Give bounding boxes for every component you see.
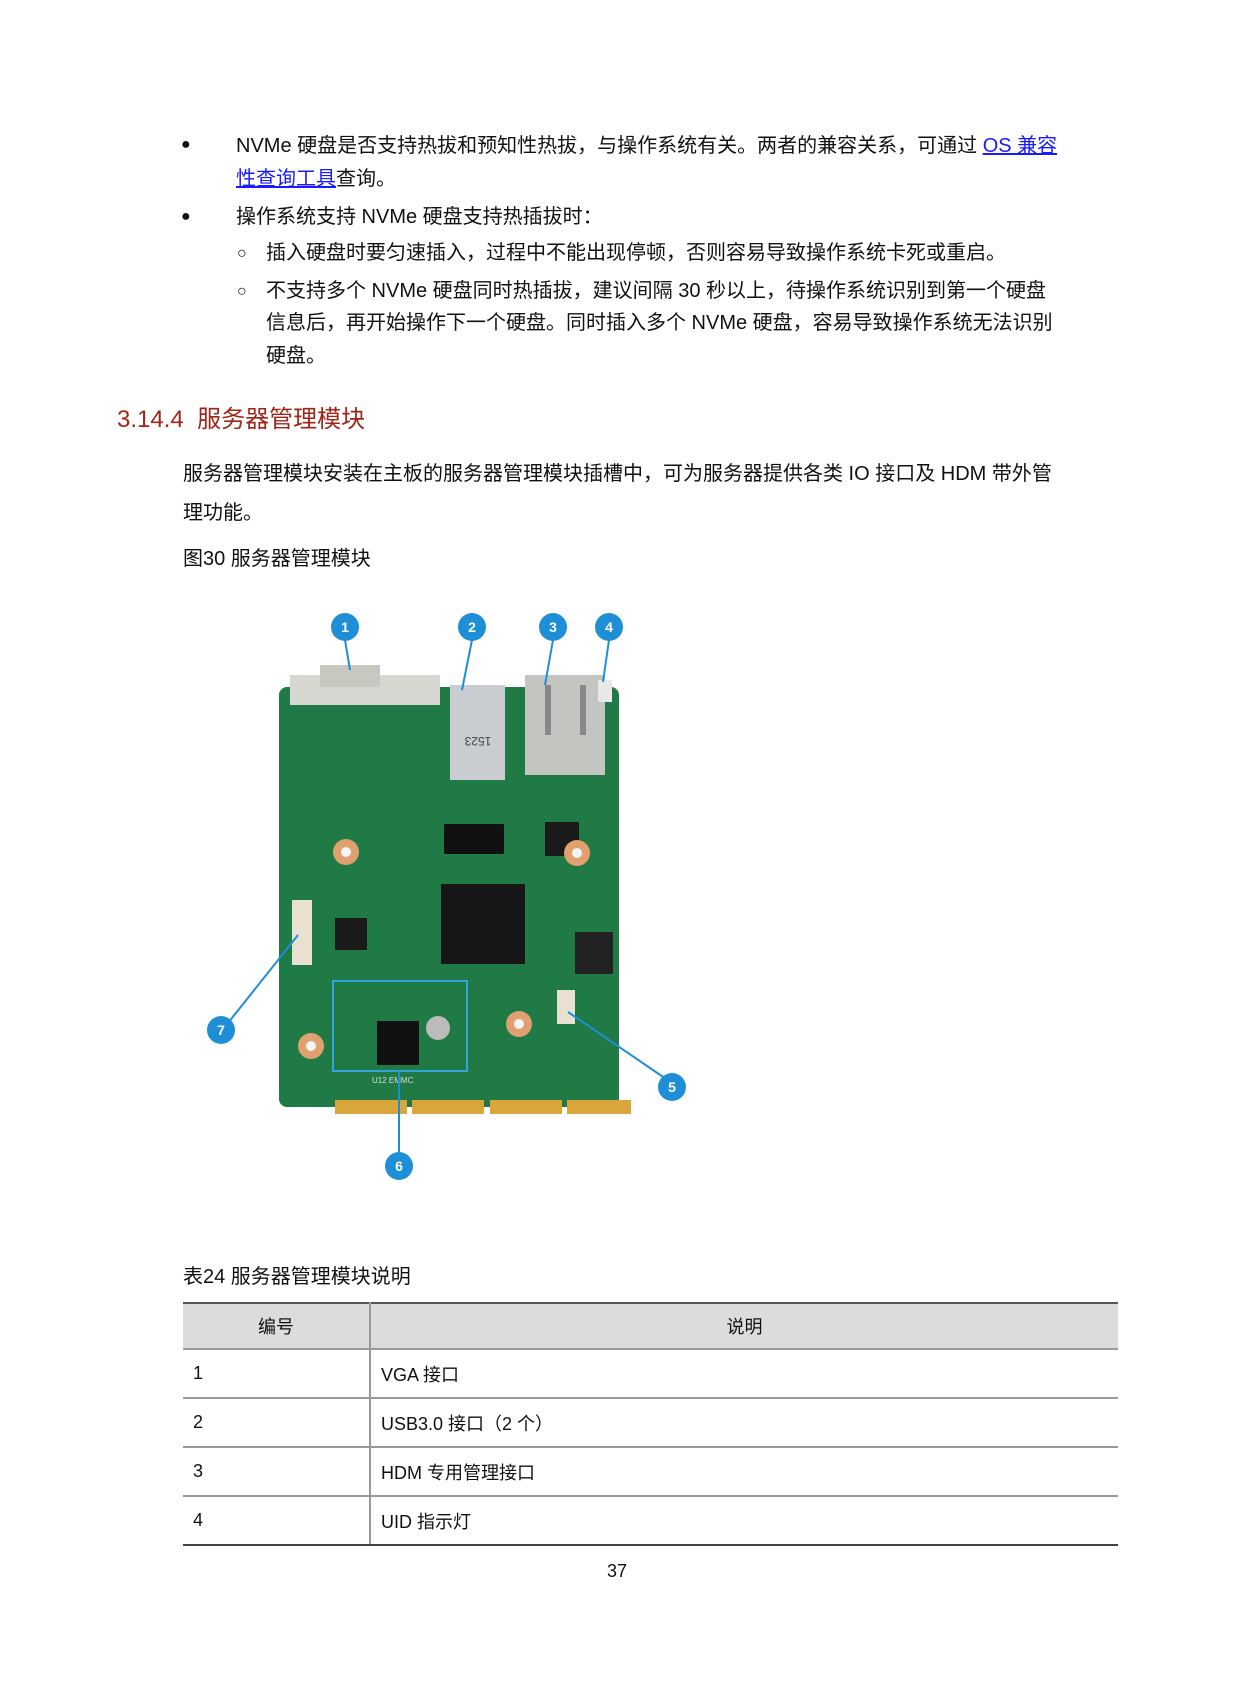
- callout-lines: [223, 639, 673, 1162]
- svg-text:1523: 1523: [464, 734, 491, 748]
- bmc-chip: [441, 884, 525, 964]
- sub-bullet-1: 插入硬盘时要匀速插入，过程中不能出现停顿，否则容易导致操作系统卡死或重启。: [266, 242, 1006, 264]
- bullet-2: 操作系统支持 NVMe 硬盘支持热插拔时：: [236, 206, 603, 228]
- svg-text:U12 EMMC: U12 EMMC: [372, 1076, 414, 1085]
- callout-markers: 1 2 3 4 5 6 7: [207, 613, 686, 1180]
- cell-description: HDM 专用管理接口: [370, 1447, 1118, 1497]
- pcb-board: 1523 U12 EMMC: [279, 665, 631, 1114]
- figure-caption: 图30 服务器管理模块: [183, 548, 371, 570]
- sub-bullet-2-line-1: 不支持多个 NVMe 硬盘同时热插拔，建议间隔 30 秒以上，待操作系统识别到第…: [266, 280, 1047, 302]
- table-caption: 表24 服务器管理模块说明: [183, 1266, 411, 1288]
- bullet-text: 查询。: [336, 168, 396, 190]
- paragraph-line-2: 理功能。: [183, 502, 263, 524]
- bullet-dot: ●: [181, 208, 191, 225]
- callout-number: 1: [341, 619, 349, 635]
- cell-description: VGA 接口: [370, 1349, 1118, 1399]
- os-compat-link[interactable]: OS 兼容: [982, 135, 1058, 157]
- bullet-1-line-1: NVMe 硬盘是否支持热拔和预知性热拔，与操作系统有关。两者的兼容关系，可通过 …: [236, 130, 1057, 162]
- cell-number: 2: [183, 1398, 371, 1448]
- callout-circle: [658, 1073, 686, 1101]
- hdm-port: [525, 675, 605, 775]
- cell-description: USB3.0 接口（2 个）: [370, 1398, 1118, 1448]
- sub-bullet-2-line-3: 硬盘。: [266, 345, 326, 367]
- callout-circle: [385, 1152, 413, 1180]
- sub-bullet-circle: ○: [237, 283, 247, 300]
- cell-number: 1: [183, 1349, 371, 1399]
- callout-number: 5: [668, 1079, 676, 1095]
- bullet-dot: ●: [181, 136, 191, 153]
- cell-number: 3: [183, 1447, 371, 1497]
- cell-description: UID 指示灯: [370, 1496, 1118, 1546]
- cell-number: 4: [183, 1496, 371, 1546]
- callout-number: 2: [468, 619, 476, 635]
- sub-bullet-circle: ○: [237, 245, 247, 262]
- callout-number: 3: [549, 619, 557, 635]
- callout-circle: [458, 613, 486, 641]
- uid-led: [598, 680, 612, 702]
- callout-circle: [539, 613, 567, 641]
- callout-number: 4: [605, 619, 613, 635]
- table-header-number: 编号: [183, 1302, 371, 1350]
- callout-circle: [595, 613, 623, 641]
- paragraph-line-1: 服务器管理模块安装在主板的服务器管理模块插槽中，可为服务器提供各类 IO 接口及…: [183, 463, 1052, 485]
- sub-bullet-2-line-2: 信息后，再开始操作下一个硬盘。同时插入多个 NVMe 硬盘，容易导致操作系统无法…: [266, 312, 1053, 334]
- table-header-description: 说明: [370, 1302, 1118, 1350]
- bullet-text: NVMe 硬盘是否支持热拔和预知性热拔，与操作系统有关。两者的兼容关系，可通过: [236, 135, 983, 157]
- callout-number: 6: [395, 1158, 403, 1174]
- os-compat-link-cont[interactable]: 性查询工具: [236, 168, 336, 190]
- page-number: 37: [607, 1561, 628, 1581]
- usb-connector: [450, 685, 505, 780]
- section-heading: 3.14.4 服务器管理模块: [117, 406, 366, 433]
- callout-circle: [331, 613, 359, 641]
- callout-circle: [207, 1016, 235, 1044]
- bullet-1-line-2: 性查询工具查询。: [236, 163, 396, 195]
- callout-number: 7: [217, 1022, 225, 1038]
